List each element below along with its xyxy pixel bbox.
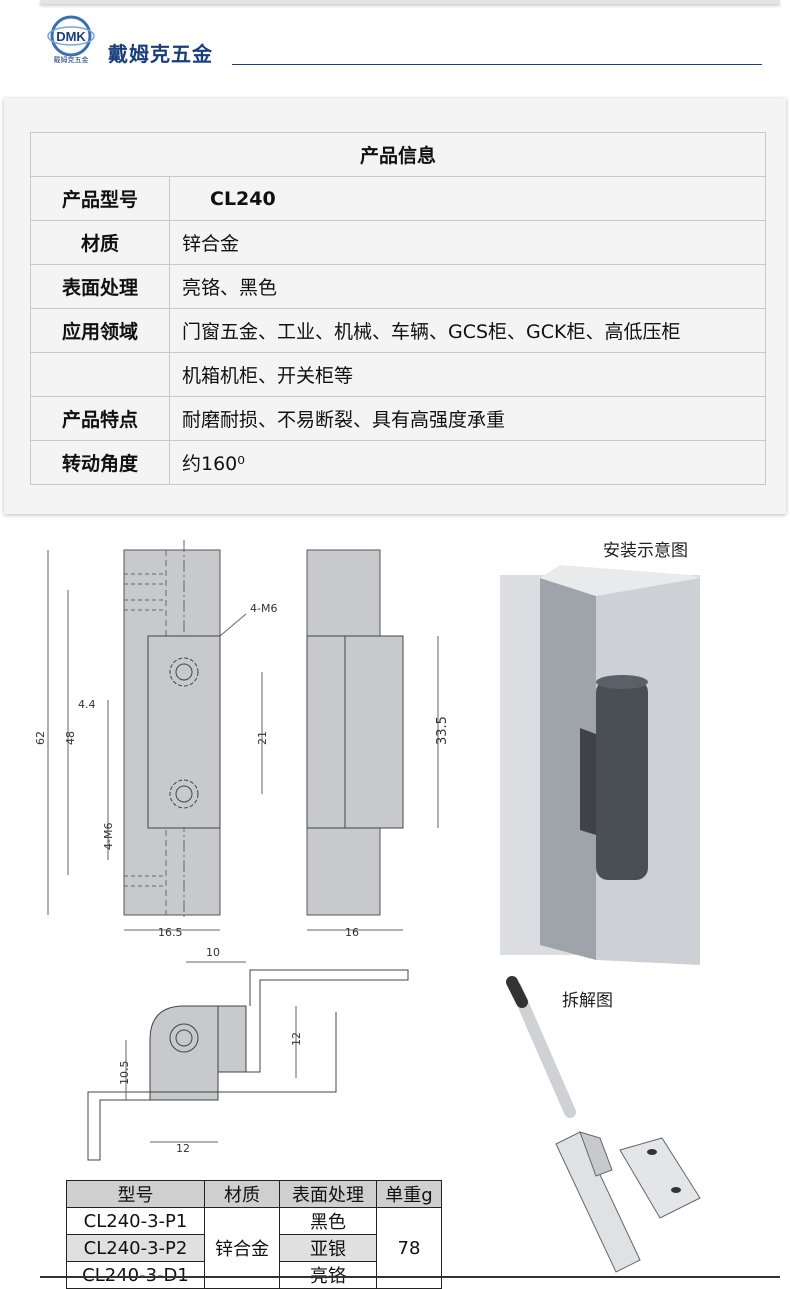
dim-12-horizontal: 12 — [176, 1142, 190, 1155]
info-key: 应用领域 — [30, 308, 170, 353]
dim-4m6-left: 4-M6 — [102, 823, 115, 850]
table-row: 机箱机柜、开关柜等 — [30, 352, 766, 397]
front-view — [47, 540, 263, 931]
info-value: CL240 — [169, 176, 766, 221]
spec-header-weight: 单重g — [376, 1180, 442, 1208]
table-row: 转动角度约160⁰ — [30, 440, 766, 485]
info-key: 转动角度 — [30, 440, 170, 485]
exploded-view-label: 拆解图 — [562, 991, 613, 1011]
top-view — [87, 961, 409, 1161]
table-row: 产品特点耐磨耐损、不易断裂、具有高强度承重 — [30, 396, 766, 441]
bottom-divider — [40, 1276, 780, 1278]
exploded-render — [506, 976, 701, 1273]
table-row: 表面处理亮铬、黑色 — [30, 264, 766, 309]
spec-material: 锌合金 — [204, 1207, 280, 1289]
table-row: 材质锌合金 — [30, 220, 766, 265]
dim-4m6-top: 4-M6 — [250, 602, 277, 615]
side-view — [306, 549, 439, 931]
info-key: 表面处理 — [30, 264, 170, 309]
dim-12-vertical: 12 — [290, 1032, 303, 1046]
spec-model: CL240-3-P2 — [66, 1234, 205, 1262]
dim-33-5: 33.5 — [435, 716, 450, 745]
spec-finish: 黑色 — [279, 1207, 377, 1235]
spec-table: 型号 材质 表面处理 单重g CL240-3-P1 锌合金 黑色 78 CL24… — [66, 1180, 442, 1289]
install-diagram-label: 安装示意图 — [603, 541, 688, 561]
brand-name: 戴姆克五金 — [108, 42, 213, 66]
logo-subtext: 戴姆克五金 — [54, 55, 89, 64]
spec-finish: 亚银 — [279, 1234, 377, 1262]
spec-header-model: 型号 — [66, 1180, 205, 1208]
dim-62: 62 — [34, 731, 47, 745]
brand-underline — [232, 64, 762, 65]
spec-weight: 78 — [376, 1207, 442, 1289]
dim-10: 10 — [206, 946, 220, 959]
info-value: 门窗五金、工业、机械、车辆、GCS柜、GCK柜、高低压柜 — [169, 308, 766, 353]
table-row: CL240-3-P1 锌合金 黑色 78 — [66, 1207, 442, 1289]
dim-48: 48 — [64, 731, 77, 745]
table-row: 应用领域门窗五金、工业、机械、车辆、GCS柜、GCK柜、高低压柜 — [30, 308, 766, 353]
info-value: 亮铬、黑色 — [169, 264, 766, 309]
info-key: 产品特点 — [30, 396, 170, 441]
info-value: 耐磨耐损、不易断裂、具有高强度承重 — [169, 396, 766, 441]
dim-16: 16 — [345, 926, 359, 939]
info-value: 机箱机柜、开关柜等 — [169, 352, 766, 397]
info-key: 材质 — [30, 220, 170, 265]
dim-16-5: 16.5 — [158, 926, 183, 939]
logo-text: DMK — [56, 29, 86, 44]
info-value: 约160⁰ — [169, 440, 766, 485]
info-key — [30, 352, 170, 397]
info-key: 产品型号 — [30, 176, 170, 221]
spec-model: CL240-3-P1 — [66, 1207, 205, 1235]
spec-header-material: 材质 — [204, 1180, 280, 1208]
spec-model: CL240-3-D1 — [66, 1261, 205, 1289]
spec-finish: 亮铬 — [279, 1261, 377, 1289]
dim-4-4: 4.4 — [78, 698, 96, 711]
spec-header-finish: 表面处理 — [279, 1180, 377, 1208]
dim-21: 21 — [256, 731, 269, 745]
technical-drawing: 62 48 4.4 4-M6 21 4-M6 16.5 33.5 16 10 1… — [34, 540, 701, 1273]
dim-10-5: 10.5 — [118, 1061, 131, 1086]
top-divider — [40, 0, 780, 4]
info-value: 锌合金 — [169, 220, 766, 265]
dmk-logo: DMK 戴姆克五金 — [47, 15, 95, 64]
info-table-header: 产品信息 — [30, 132, 766, 177]
installation-render — [500, 565, 700, 965]
